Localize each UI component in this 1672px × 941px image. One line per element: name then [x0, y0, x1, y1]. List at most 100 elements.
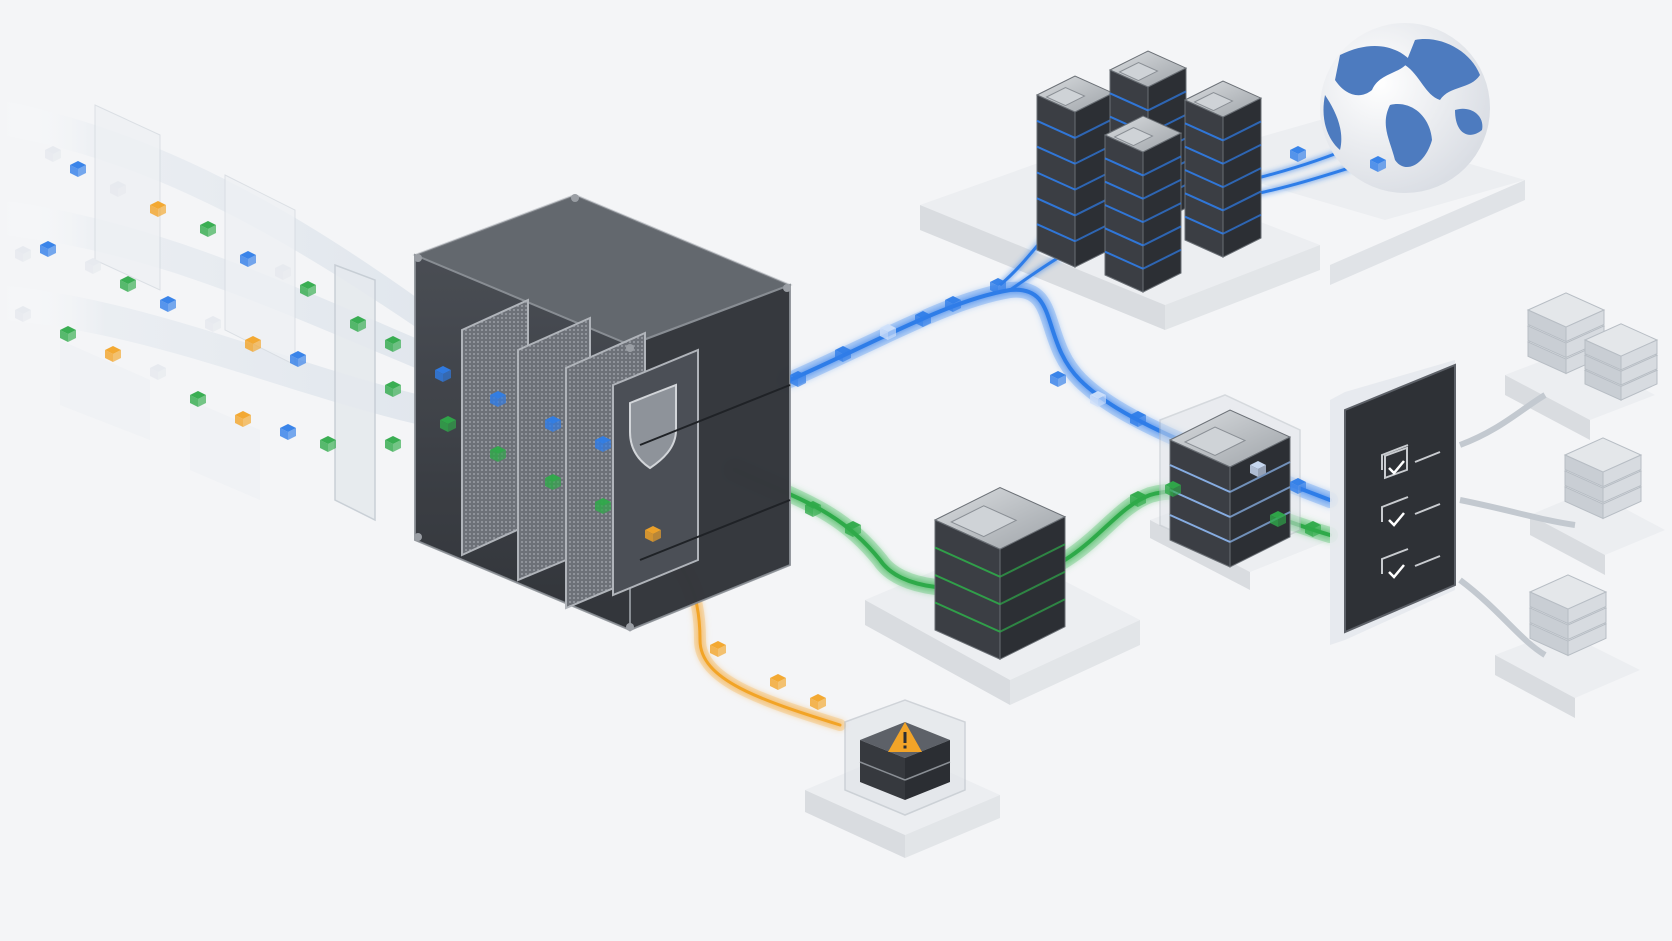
checklist-item [1384, 446, 1441, 480]
server-rack-icon [1103, 115, 1183, 293]
glass-pane [94, 104, 161, 291]
data-packet [70, 161, 86, 177]
data-packet [790, 371, 806, 387]
data-packet [1270, 511, 1286, 527]
data-packet [235, 411, 251, 427]
data-packet [40, 241, 56, 257]
data-packet [1130, 491, 1146, 507]
data-packet [1290, 146, 1306, 162]
server-rack-icon [933, 486, 1067, 661]
checklist-item [1388, 503, 1441, 527]
data-packet [290, 351, 306, 367]
data-packet [320, 436, 336, 452]
data-packet [645, 526, 661, 542]
data-packet [300, 281, 316, 297]
data-packet [105, 346, 121, 362]
data-packet [435, 366, 451, 382]
routing-server [1159, 394, 1301, 568]
panel-seam [639, 384, 791, 446]
data-packet [880, 324, 896, 340]
data-packet [1370, 156, 1386, 172]
data-packet [990, 278, 1006, 294]
storage-connectors [1458, 392, 1576, 658]
server-rack-icon [1035, 75, 1115, 268]
data-packet [945, 296, 961, 312]
data-packet [805, 501, 821, 517]
data-packet [710, 641, 726, 657]
quarantine-box [844, 699, 966, 816]
database-storage [1526, 292, 1659, 657]
data-packet [160, 296, 176, 312]
bolt [571, 194, 579, 202]
bolt [783, 284, 791, 292]
data-packet [545, 474, 561, 490]
check-icon [1388, 564, 1405, 579]
data-packet [385, 336, 401, 352]
globe-land [1335, 45, 1410, 96]
data-packet [15, 306, 31, 322]
bolt [414, 254, 422, 262]
data-packet [110, 181, 126, 197]
data-packet [275, 264, 291, 280]
globe [1320, 23, 1490, 193]
data-packet [15, 246, 31, 262]
data-packet [770, 674, 786, 690]
bolt [414, 533, 422, 541]
data-packet [545, 416, 561, 432]
data-packet [810, 694, 826, 710]
globe-land [1323, 95, 1342, 150]
data-packet [85, 258, 101, 274]
checklist-item [1388, 555, 1441, 579]
data-packet [150, 364, 166, 380]
data-packet [120, 276, 136, 292]
server-rack-icon [1168, 409, 1292, 568]
shield-plate [612, 348, 699, 597]
bolt [626, 623, 634, 631]
database-icon [1526, 292, 1606, 375]
checklist-panel [1330, 360, 1456, 645]
data-packet [1090, 391, 1106, 407]
data-packet [385, 381, 401, 397]
shield-icon [629, 383, 677, 470]
data-packet [240, 251, 256, 267]
data-packet [595, 436, 611, 452]
warning-icon [888, 722, 922, 752]
data-packet [845, 521, 861, 537]
database-icon [1583, 323, 1659, 401]
data-packet [1165, 481, 1181, 497]
data-packet [915, 311, 931, 327]
data-packet [150, 201, 166, 217]
globe-land [1405, 39, 1480, 100]
data-packet [490, 391, 506, 407]
data-packet [190, 391, 206, 407]
globe-land [1385, 104, 1432, 168]
data-packet [200, 221, 216, 237]
panel-seam [639, 499, 791, 561]
database-icon [1528, 574, 1608, 657]
data-packet [245, 336, 261, 352]
data-packet [385, 436, 401, 452]
data-packet [350, 316, 366, 332]
processing-server [933, 486, 1067, 661]
filter-gate [334, 263, 376, 522]
data-packet [835, 346, 851, 362]
data-packet [60, 326, 76, 342]
data-packet [280, 424, 296, 440]
check-icon [1388, 512, 1405, 527]
data-packet [45, 146, 61, 162]
data-packets [15, 146, 1386, 710]
data-packet [490, 446, 506, 462]
data-packet [440, 416, 456, 432]
check-icon [1388, 460, 1405, 475]
firewall-appliance [412, 193, 793, 632]
data-packet [595, 498, 611, 514]
data-packet [1250, 461, 1266, 477]
data-packet [1130, 411, 1146, 427]
globe-land [1455, 108, 1483, 135]
server-rack-icon [1183, 80, 1263, 258]
database-icon [1563, 437, 1643, 520]
bolt [626, 344, 634, 352]
glass-pane [60, 340, 150, 440]
data-packet [1050, 371, 1066, 387]
